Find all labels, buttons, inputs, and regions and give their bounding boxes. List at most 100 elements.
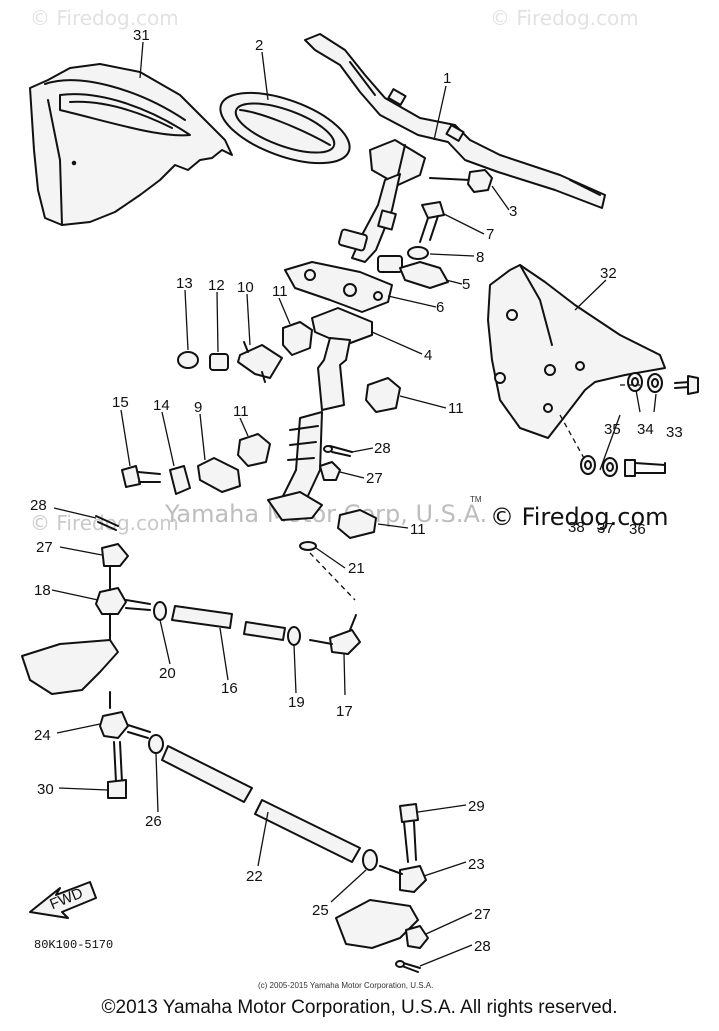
callout-33: 33 [666,424,683,441]
callout-17: 17 [336,703,353,720]
part-18-ball-joint [95,565,151,615]
part-8-nut [407,246,429,260]
part-9-bracket [197,457,241,493]
callout-5: 5 [462,276,470,293]
callout-11-d: 11 [410,521,426,538]
callout-30: 30 [37,781,54,798]
callout-18: 18 [34,582,51,599]
part-31-front-cowl [29,63,233,226]
callout-3: 3 [509,203,517,220]
callout-9: 9 [194,399,202,416]
callout-10: 10 [237,279,254,296]
callout-24: 24 [34,727,51,744]
part-2-pad [219,91,351,165]
leader-lines [51,41,657,967]
callout-6: 6 [436,299,444,316]
callout-35: 35 [604,421,621,438]
part-11-damper-b [365,377,401,413]
watermark-mid-left: © Firedog.com [30,511,179,535]
callout-26: 26 [145,813,162,830]
part-20-nut [153,601,167,621]
small-copyright: (c) 2005-2015 Yamaha Motor Corporation, … [258,981,433,990]
part-5-clamp [399,261,449,289]
callout-20: 20 [159,665,176,682]
watermark-tm: TM [470,495,482,504]
callout-38: 38 [568,519,585,536]
callout-8: 8 [476,249,484,266]
part-26-nut [148,734,164,754]
watermark-top-left: © Firedog.com [30,6,179,30]
watermark-center: Yamaha Motor Corp, U.S.A. [164,500,487,528]
part-22-tie-rod [161,745,253,803]
part-34-collar [647,373,663,393]
watermark-right: © Firedog.com [490,503,669,531]
part-14-plate [169,465,191,495]
part-27-nut-upper [319,461,341,481]
callout-34: 34 [637,421,654,438]
callout-25: 25 [312,902,329,919]
callout-4: 4 [424,347,432,364]
callout-36: 36 [629,521,646,538]
callout-14: 14 [153,397,170,414]
callout-27-c: 27 [474,906,491,923]
part-33-bolt [674,375,699,395]
part-23-ball-joint [379,865,427,893]
part-19-nut [287,626,301,646]
callout-29: 29 [468,798,485,815]
part-11-damper-a [282,321,313,356]
callout-13: 13 [176,275,193,292]
part-13-collar [177,351,199,369]
callout-16: 16 [221,680,238,697]
part-1-handlebar [304,33,606,273]
part-15-bolt [121,465,161,488]
callout-32: 32 [600,265,617,282]
part-27-nut-left [101,543,129,567]
part-25-nut [362,849,378,871]
callout-27-a: 27 [366,470,383,487]
callout-12: 12 [208,277,225,294]
part-11-damper-d [337,509,377,539]
part-21-washer [299,541,317,551]
fwd-arrow-icon: FWD [29,881,97,919]
part-16-tie-rod-b [243,621,286,641]
dashed-line-shaft [309,552,356,601]
part-28-pin-upper [323,445,353,457]
part-29-bolt [399,803,419,863]
callout-1: 1 [443,70,451,87]
part-17-ball-joint [309,614,361,655]
part-38-washer [580,455,596,475]
callout-19: 19 [288,694,305,711]
part-11-damper-c [237,433,271,467]
part-7-bolt [419,201,445,243]
part-24-ball-joint [99,711,151,739]
link-bracket-right [335,899,419,949]
part-32-side-cover [487,264,666,439]
part-28-pin-lower [395,960,421,973]
callout-11-b: 11 [448,400,464,417]
callout-2: 2 [255,37,263,54]
callout-15: 15 [112,394,129,411]
part-4-steering-shaft [267,307,373,521]
diagram-code: 80K100-5170 [34,938,113,952]
callout-23: 23 [468,856,485,873]
callout-11-a: 11 [272,283,288,300]
part-28-pin-left [95,515,119,531]
link-bracket-left [21,639,119,695]
part-35-washer [627,372,643,392]
part-16-tie-rod [171,605,233,629]
callout-numbers: 31 2 1 3 7 8 5 6 4 32 13 12 10 11 11 15 … [30,27,683,955]
part-12-nut [209,353,229,371]
callout-22: 22 [246,868,263,885]
part-3-bolt [429,169,493,193]
callout-27-b: 27 [36,539,53,556]
part-22-tie-rod-b [254,799,361,863]
part-37-washer [602,457,618,477]
watermark-top-right: © Firedog.com [490,6,639,30]
callout-28-a: 28 [374,440,391,457]
part-10-bracket [237,341,283,383]
footer-copyright: ©2013 Yamaha Motor Corporation, U.S.A. A… [101,997,618,1018]
part-6-bracket [284,261,393,313]
dashed-line-cover [559,384,640,461]
callout-7: 7 [486,226,494,243]
